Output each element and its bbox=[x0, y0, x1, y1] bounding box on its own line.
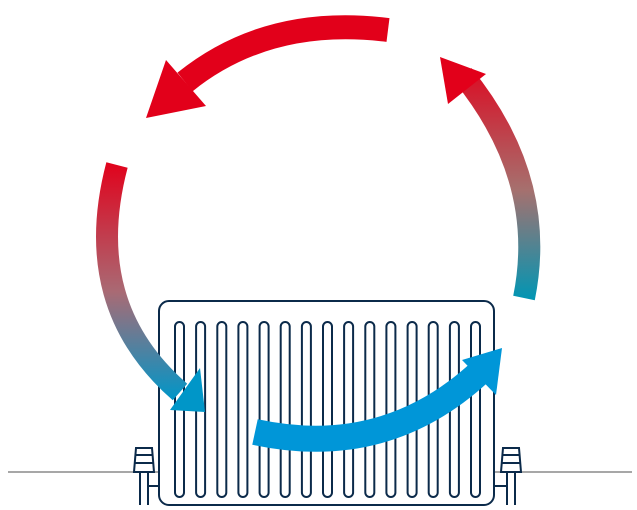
radiator-fin bbox=[364, 321, 376, 498]
radiator bbox=[132, 300, 523, 506]
radiator-fin bbox=[470, 321, 481, 498]
bottom-arrow bbox=[252, 348, 502, 452]
radiator-fins bbox=[174, 321, 481, 498]
right-valve bbox=[494, 447, 523, 505]
radiator-fin bbox=[300, 321, 312, 498]
radiator-fin bbox=[343, 321, 355, 498]
right-arrow bbox=[440, 57, 541, 301]
radiator-fin bbox=[216, 321, 228, 498]
left-valve bbox=[132, 447, 160, 505]
radiator-fin bbox=[385, 321, 397, 498]
top-arrow bbox=[146, 15, 390, 118]
radiator-fin bbox=[258, 321, 270, 498]
radiator-fin bbox=[322, 321, 333, 498]
left-arrow bbox=[96, 162, 205, 412]
radiator-frame bbox=[158, 300, 495, 506]
radiator-fin bbox=[237, 321, 249, 498]
radiator-fin bbox=[279, 321, 291, 498]
